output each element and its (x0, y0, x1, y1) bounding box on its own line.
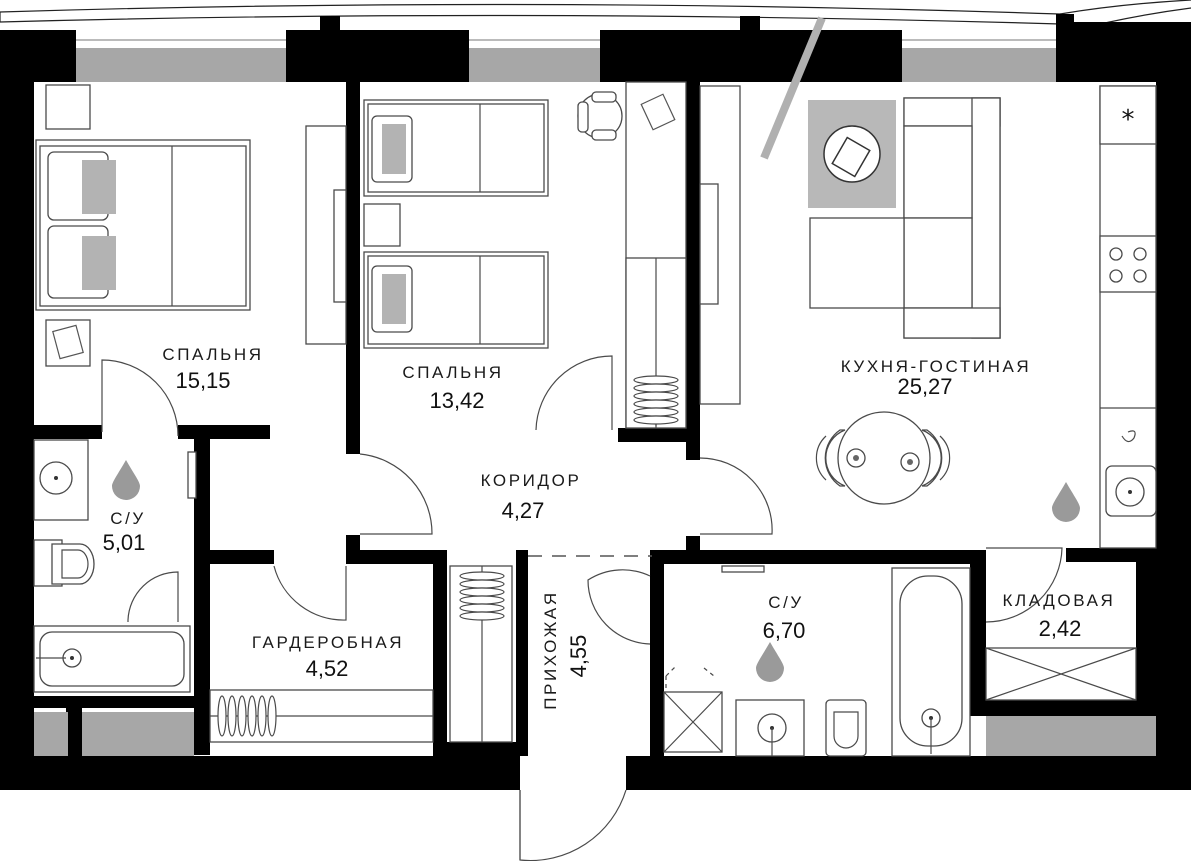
corner-sofa (809, 97, 1001, 339)
laptop-icon (640, 93, 676, 131)
hall-fixtures (449, 565, 651, 861)
bath-2-name: С/У (768, 593, 804, 612)
storage-fixtures (985, 547, 1137, 701)
door-swing (101, 359, 179, 437)
desk-chair-icon (577, 91, 623, 141)
balcony-outline (0, 0, 1191, 31)
bedroom-2-name: СПАЛЬНЯ (402, 363, 503, 382)
door-swing (699, 457, 773, 535)
storage-name: КЛАДОВАЯ (1003, 591, 1116, 610)
nightstand (363, 203, 401, 247)
windows (34, 39, 1156, 756)
bedroom-1-name: СПАЛЬНЯ (162, 345, 263, 364)
hood (1099, 85, 1157, 145)
living-area: 25,27 (897, 374, 952, 399)
living-furniture: * (699, 85, 1157, 549)
water-drop-icon (1052, 482, 1080, 522)
asterisk-icon: * (1122, 105, 1135, 135)
bath-1-name: С/У (110, 509, 146, 528)
hangers-icon (459, 571, 505, 621)
water-drop-icon (756, 642, 784, 682)
bedroom-2-area: 13,42 (429, 388, 484, 413)
bedroom-1-area: 15,15 (175, 368, 230, 393)
wardrobe-area: 4,52 (306, 656, 349, 681)
storage-area: 2,42 (1039, 616, 1082, 641)
laptop-icon (52, 324, 84, 360)
door-swing (273, 565, 347, 621)
corridor-name: КОРИДОР (481, 471, 582, 490)
bath-2-area: 6,70 (763, 618, 806, 643)
wardrobe-name: ГАРДЕРОБНАЯ (252, 633, 404, 652)
room-labels: СПАЛЬНЯ 15,15 СПАЛЬНЯ 13,42 КУХНЯ-ГОСТИН… (103, 345, 1116, 710)
bedroom-1-furniture (35, 84, 347, 437)
swirl-icon (1121, 430, 1136, 443)
hangers-icon (633, 375, 679, 426)
bath-2-fixtures (663, 565, 971, 757)
cooktop (1099, 235, 1157, 293)
towel-rail (187, 451, 197, 499)
water-drop-icons (112, 460, 1080, 682)
bath-1-area: 5,01 (103, 530, 146, 555)
nightstand-top (45, 84, 91, 130)
door-swing (587, 569, 651, 645)
hangers-icon (217, 695, 277, 737)
door-swing (535, 355, 613, 431)
dining-table (815, 411, 951, 505)
hall-name: ПРИХОЖАЯ (541, 590, 560, 710)
corridor-doors (273, 453, 652, 621)
walls (0, 14, 1191, 790)
corridor-area: 4,27 (502, 498, 545, 523)
living-name: КУХНЯ-ГОСТИНАЯ (841, 357, 1032, 376)
door-swing (127, 571, 179, 622)
balcony-door-leaf (760, 16, 826, 160)
towel-rail (721, 565, 765, 573)
bedroom-2-furniture (363, 81, 687, 431)
door-swing (359, 453, 433, 535)
door-swing (985, 547, 1063, 623)
wardrobe-fixtures (209, 689, 434, 743)
entrance-door-swing (519, 789, 627, 861)
hall-area: 4,55 (566, 635, 591, 678)
water-drop-icon (112, 460, 140, 500)
bath-1-fixtures (33, 439, 197, 693)
